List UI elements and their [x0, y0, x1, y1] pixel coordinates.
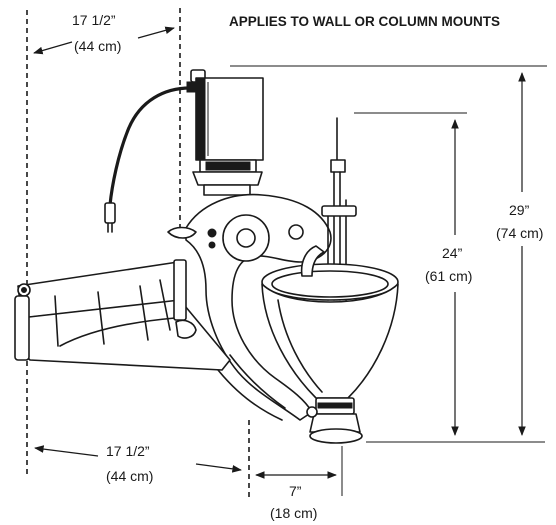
wall-bracket-arm	[14, 259, 231, 371]
header-title: APPLIES TO WALL OR COLUMN MOUNTS	[229, 14, 500, 29]
bowl-height-imperial: 24”	[442, 245, 463, 261]
bowl-offset-metric: (18 cm)	[270, 505, 317, 521]
main-arm-casting	[167, 193, 332, 421]
bottom-reach-imperial: 17 1/2”	[106, 443, 150, 459]
bottom-reach-metric: (44 cm)	[106, 468, 153, 484]
total-height-dimension: 29” (74 cm)	[496, 72, 543, 436]
total-height-metric: (74 cm)	[496, 225, 543, 241]
top-reach-dimension: 17 1/2” (44 cm)	[33, 12, 175, 55]
top-reach-metric: (44 cm)	[74, 38, 121, 54]
top-reach-imperial: 17 1/2”	[72, 12, 116, 28]
bowl-offset-dimension: 7” (18 cm)	[255, 446, 343, 521]
mixing-bowl	[261, 245, 399, 444]
total-height-imperial: 29”	[509, 202, 530, 218]
support-brace	[217, 354, 286, 421]
motor-housing	[190, 69, 264, 196]
bowl-offset-imperial: 7”	[289, 483, 302, 499]
power-cord-icon	[104, 81, 196, 233]
bottom-reach-dimension: 17 1/2” (44 cm)	[34, 443, 242, 484]
bowl-height-dimension: 24” (61 cm)	[425, 119, 472, 436]
bowl-height-metric: (61 cm)	[425, 268, 472, 284]
mixer-illustration	[14, 69, 399, 444]
